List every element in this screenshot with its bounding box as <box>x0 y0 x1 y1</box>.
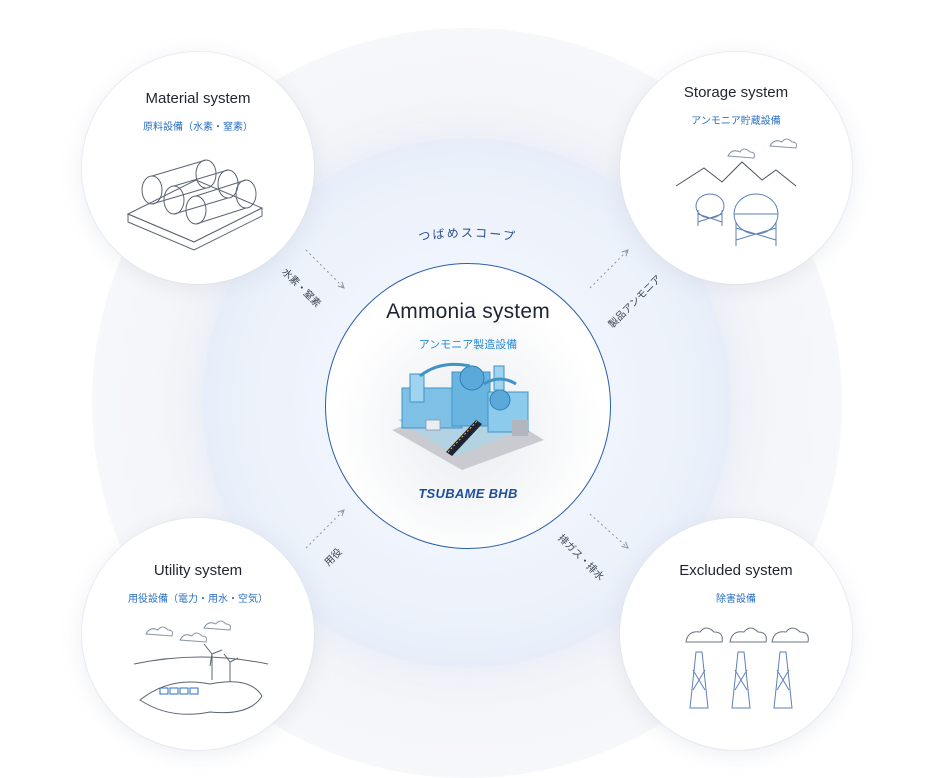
excluded-subtitle: 除害設備 <box>716 594 756 605</box>
ammonia-system-circle <box>325 263 611 549</box>
arrow-excluded-out <box>589 513 628 548</box>
scope-label: つばめスコープ <box>417 226 517 244</box>
utility-system-circle <box>82 518 314 750</box>
arrow-material-in <box>305 249 344 288</box>
arrow-storage-out <box>589 250 628 289</box>
storage-title: Storage system <box>683 84 789 101</box>
excluded-title: Excluded system <box>679 562 793 579</box>
center-subtitle: アンモニア製造設備 <box>418 339 518 351</box>
material-subtitle: 原料設備（水素・窒素） <box>143 122 253 133</box>
excluded-system-circle <box>620 518 852 750</box>
material-system-circle <box>82 52 314 284</box>
storage-subtitle: アンモニア貯蔵設備 <box>691 116 781 127</box>
center-title: Ammonia system <box>386 300 550 323</box>
utility-subtitle: 用役設備（電力・用水・空気） <box>128 594 268 605</box>
utility-title: Utility system <box>153 562 243 579</box>
tsubame-bhb-logo: TSUBAME BHB <box>418 486 518 501</box>
material-title: Material system <box>145 90 251 107</box>
arrow-utility-in <box>305 510 344 549</box>
